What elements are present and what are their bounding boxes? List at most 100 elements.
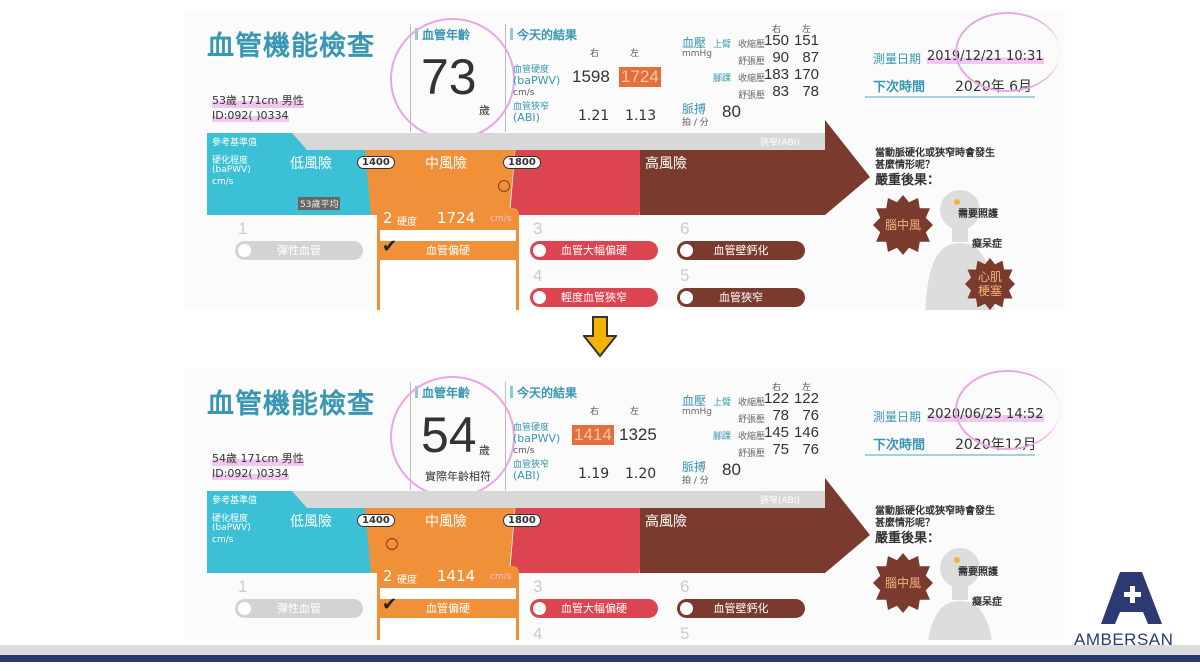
radio-dot-icon [238,244,251,257]
stage-label: 輕度血管狹窄 [561,291,627,304]
metric-label: 硬化程度 [212,514,249,524]
bapwv-label: 血管硬度 [513,423,550,433]
stage-unit: cm/s [490,214,512,224]
bapwv-unit: cm/s [513,446,535,456]
stage-number: 1 [238,219,248,238]
abi-label: 血管狹窄 [513,460,550,470]
pulse-label: 脈搏 [682,102,707,116]
bp-type: 舒張壓 [738,57,766,67]
ref-label: 參考基準值 [212,496,258,506]
bp-type: 舒張壓 [738,449,766,459]
checkmark-icon: ✔ [382,236,398,257]
radio-dot-icon [533,244,546,257]
bp-type: 收縮壓 [738,432,766,442]
patient-info: 53歲 171cm 男性 [212,92,304,108]
bp-arm: 上臂 [713,398,732,408]
col-right: 右 [590,49,600,59]
stage-pill: 彈性血管 [235,599,363,618]
report-before: 血管機能檢查 53歲 171cm 男性 ID:092( )0334 血管年齡 7… [185,10,1065,310]
bapwv-code: (baPWV) [513,432,561,445]
pulse-unit: 拍 / 分 [682,476,709,486]
stage-label: 彈性血管 [277,602,321,615]
bp-ankle: 腳踝 [713,74,732,84]
radio-dot-icon [533,602,546,615]
radio-dot-icon [680,291,693,304]
metric-label: 硬化程度 [212,156,249,166]
stage-number: 4 [533,266,543,285]
radio-dot-icon [533,291,546,304]
date-divider [865,454,1035,456]
stage-number: 5 [680,624,690,640]
bp-type: 舒張壓 [738,91,766,101]
bp-right: 75 [772,441,789,458]
bp-type: 收縮壓 [738,40,766,50]
bp-right: 90 [772,49,789,66]
stage-label: 血管狹窄 [719,291,763,304]
patient-id: ID:092( )0334 [212,467,289,480]
metric-unit: cm/s [212,177,234,187]
ref-label: 參考基準值 [212,138,258,148]
segment-very-high [640,508,825,573]
bp-unit: mmHg [682,49,713,59]
abi-right: 1.21 [578,108,610,124]
bp-left: 87 [802,49,819,66]
bp-right: 145 [763,424,789,441]
bapwv-left: 1325 [619,425,657,444]
bapwv-label: 血管硬度 [513,65,550,75]
pulse-label: 脈搏 [682,460,707,474]
bp-left: 170 [793,66,819,83]
stage-pill: 輕度血管狹窄 [530,288,658,307]
bp-left: 146 [793,424,819,441]
arrow-down-icon [581,316,619,358]
threshold-1800: 1800 [503,156,541,169]
bp-label: 血壓 [682,36,707,50]
abi-strip [285,491,825,508]
consequence-title: 嚴重後果： [875,531,941,546]
stage-number: 6 [680,577,690,596]
stage-value: 1724 [437,209,476,227]
body-silhouette-icon [920,546,1000,640]
bapwv-right: 1414 [572,425,614,445]
bp-unit: mmHg [682,407,713,417]
footer-bar [0,655,1200,662]
risk-high: 高風險 [645,514,687,530]
report-after: 血管機能檢查 54歲 171cm 男性 ID:092( )0334 血管年齡 5… [185,368,1065,640]
risk-low: 低風險 [290,156,332,172]
stage-value: 1414 [437,567,476,585]
consequence-item: 癡呆症 [972,239,1002,250]
stage-pill: 血管壁鈣化 [677,599,805,618]
stage-unit: cm/s [490,572,512,582]
highlight-circle [390,376,515,498]
bapwv-code: (baPWV) [513,74,561,87]
consequence-question-2: 甚麼情形呢？ [875,518,935,529]
average-marker: 53歲平均 [298,197,341,210]
bp-label: 血壓 [682,394,707,408]
page-title: 血管機能檢查 [207,389,375,420]
stage-pill: 血管壁鈣化 [677,241,805,260]
consequence-question-2: 甚麼情形呢？ [875,160,935,171]
consequence-item: 腦中風 [884,576,921,590]
bp-right: 78 [772,407,789,424]
stage-pill: 彈性血管 [235,241,363,260]
body-silhouette-icon [920,188,1000,310]
stage-number: 6 [680,219,690,238]
date-label: 測量日期 [873,410,922,424]
col-right: 右 [590,407,600,417]
abi-left: 1.13 [625,108,657,124]
risk-high: 高風險 [645,156,687,172]
stage-number: 2 [383,209,393,227]
bp-col-left: 左 [802,383,812,393]
threshold-1400: 1400 [357,156,395,169]
stage-number: 3 [533,219,543,238]
abi-left: 1.20 [625,466,657,482]
risk-low: 低風險 [290,514,332,530]
ambersan-logo: AMBERSAN [1068,568,1193,650]
stage-label: 血管大幅偏硬 [561,602,627,615]
stage-label: 血管壁鈣化 [713,602,769,615]
metric-code: (baPWV) [212,165,251,175]
stage-number: 2 [383,567,393,585]
stage-label: 彈性血管 [277,244,321,257]
col-left: 左 [630,49,640,59]
bp-right: 150 [763,32,789,49]
stage-detail: 硬度 [397,217,417,228]
